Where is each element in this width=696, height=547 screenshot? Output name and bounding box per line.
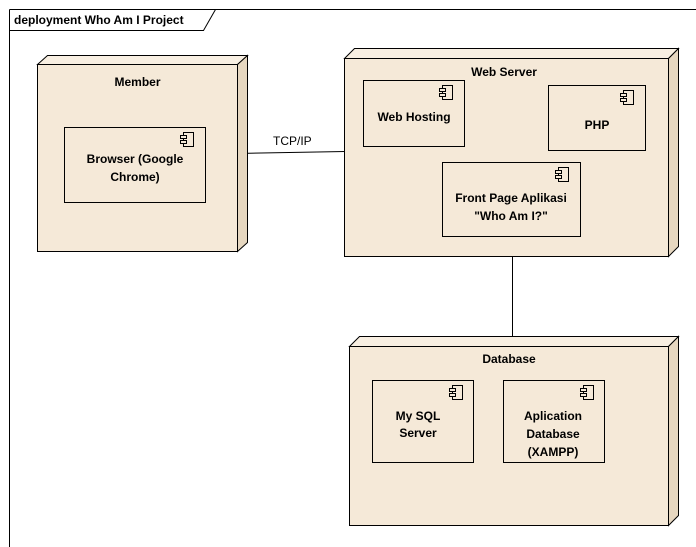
component-icon (439, 85, 453, 100)
component-icon (555, 167, 569, 182)
component-icon (580, 385, 594, 400)
component-php[interactable]: PHP (548, 85, 646, 151)
component-icon (449, 385, 463, 400)
component-label-web-hosting: Web Hosting (377, 110, 450, 124)
component-front-page[interactable]: Front Page Aplikasi "Who Am I?" (442, 162, 581, 237)
component-label-mysql-line1: My SQL (396, 409, 441, 423)
node-label-database: Database (482, 352, 536, 366)
component-icon (180, 132, 194, 147)
component-label-appdb-line1: Aplication (524, 409, 582, 423)
node-label-web-server: Web Server (471, 65, 537, 79)
component-icon (620, 90, 634, 105)
component-label-appdb-line3: (XAMPP) (528, 445, 579, 459)
component-label-front-page-line2: "Who Am I?" (474, 209, 548, 223)
component-label-php: PHP (585, 118, 610, 132)
component-label-browser-line1: Browser (Google (87, 152, 184, 166)
node-database[interactable]: Database (348, 335, 680, 527)
component-label-front-page-line1: Front Page Aplikasi (455, 191, 567, 205)
connector-member-webserver[interactable]: TCP/IP (236, 134, 346, 154)
diagram-frame: deployment Who Am I Project (9, 9, 696, 547)
component-aplication-database[interactable]: Aplication Database (XAMPP) (503, 380, 605, 463)
component-label-appdb-line2: Database (526, 427, 580, 441)
node-label-member: Member (114, 75, 160, 89)
component-label-mysql-line2: Server (399, 426, 437, 440)
component-label-browser-line2: Chrome) (110, 170, 159, 184)
component-mysql-server[interactable]: My SQL Server (372, 380, 474, 463)
component-web-hosting[interactable]: Web Hosting (363, 80, 465, 147)
frame-title: deployment Who Am I Project (14, 13, 184, 27)
component-browser[interactable]: Browser (Google Chrome) (64, 127, 206, 203)
connector-label-tcpip: TCP/IP (273, 134, 312, 148)
